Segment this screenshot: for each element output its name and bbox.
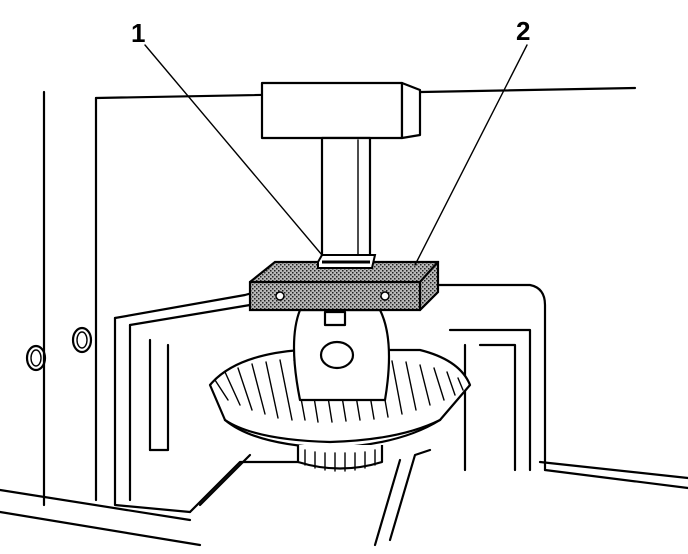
callout-2: 2 xyxy=(516,16,530,46)
press-ram xyxy=(260,81,422,260)
tool-plate xyxy=(248,260,440,312)
leader-line-2 xyxy=(414,44,528,266)
bearing-cap-frame xyxy=(113,283,547,547)
leader-line-1 xyxy=(144,44,323,256)
differential-case xyxy=(292,308,391,402)
callout-1: 1 xyxy=(131,18,145,48)
adapter-plug xyxy=(317,254,377,269)
